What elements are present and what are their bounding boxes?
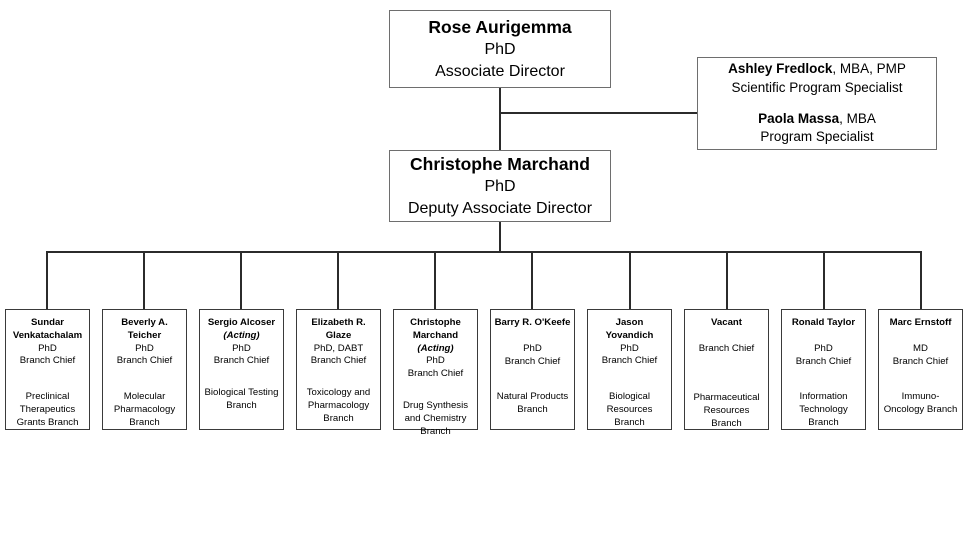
node-branch-drug-synthesis-and-chemistry[interactable]: Christophe Marchand (Acting) PhD Branch …	[393, 309, 478, 437]
branch-title: Branch Chief	[892, 355, 949, 367]
node-branch-toxicology-and-pharmacology[interactable]: Elizabeth R. Glaze PhD, DABT Branch Chie…	[296, 309, 381, 430]
branch-unit: Biological Resources Branch	[606, 391, 653, 429]
branch-title: Branch Chief	[310, 355, 367, 367]
branch-degree: PhD	[135, 342, 154, 354]
staff-member-2-role: Program Specialist	[760, 129, 874, 145]
branch-unit: Preclinical Therapeutics Grants Branch	[16, 391, 79, 429]
staff-divider-space	[698, 97, 936, 110]
node-branch-pharmaceutical-resources[interactable]: Vacant Branch Chief Pharmaceutical Resou…	[684, 309, 769, 430]
branch-unit: Molecular Pharmacology Branch	[113, 391, 176, 429]
node-branch-immuno-oncology[interactable]: Marc Ernstoff MD Branch Chief Immuno-Onc…	[878, 309, 963, 430]
staff-member-2: Paola Massa, MBA Program Specialist	[698, 110, 936, 147]
branch-degree: PhD	[232, 342, 251, 354]
branch-unit: Drug Synthesis and Chemistry Branch	[402, 399, 469, 437]
branch-name: Jason Yovandich	[605, 317, 654, 341]
staff-member-1: Ashley Fredlock, MBA, PMP Scientific Pro…	[698, 60, 936, 97]
connector-drop-8	[726, 251, 728, 309]
branch-degree: PhD	[523, 342, 542, 354]
branch-title: Branch Chief	[698, 342, 755, 354]
branch-name: Elizabeth R. Glaze	[311, 317, 366, 341]
connector-drop-3	[240, 251, 242, 309]
node-branch-biological-resources[interactable]: Jason Yovandich PhD Branch Chief Biologi…	[587, 309, 672, 430]
branch-title: Branch Chief	[601, 355, 658, 367]
branch-name: Barry R. O'Keefe	[494, 317, 571, 328]
branch-title: Branch Chief	[407, 368, 464, 379]
branch-degree: PhD, DABT	[313, 342, 364, 354]
node-branch-information-technology[interactable]: Ronald Taylor PhD Branch Chief Informati…	[781, 309, 866, 430]
branch-unit: Toxicology and Pharmacology Branch	[306, 387, 371, 425]
branch-acting-label: (Acting)	[417, 342, 454, 354]
connector-drop-7	[629, 251, 631, 309]
deputy-associate-director-title: Deputy Associate Director	[407, 199, 593, 217]
node-deputy-associate-director[interactable]: Christophe Marchand PhD Deputy Associate…	[389, 150, 611, 222]
associate-director-title: Associate Director	[435, 62, 565, 80]
connector-drop-4	[337, 251, 339, 309]
associate-director-degree: PhD	[484, 41, 516, 59]
branch-unit: Immuno-Oncology Branch	[883, 391, 958, 416]
branch-unit: Biological Testing Branch	[204, 387, 279, 412]
node-program-staff[interactable]: Ashley Fredlock, MBA, PMP Scientific Pro…	[697, 57, 937, 150]
connector-branch-bus	[46, 251, 921, 253]
associate-director-name: Rose Aurigemma	[428, 16, 572, 37]
branch-title: Branch Chief	[795, 355, 852, 367]
deputy-associate-director-degree: PhD	[484, 178, 516, 196]
connector-drop-6	[531, 251, 533, 309]
branch-name: Christophe Marchand	[410, 317, 461, 341]
branch-name: Beverly A. Teicher	[121, 317, 168, 341]
branch-degree: PhD	[38, 342, 57, 354]
staff-member-2-name: Paola Massa, MBA	[758, 111, 876, 126]
branch-degree: PhD	[814, 342, 833, 354]
branch-name: Sundar Venkatachalam	[12, 317, 83, 341]
branch-name: Vacant	[711, 317, 742, 328]
branch-name: Sergio Alcoser	[207, 317, 276, 328]
branch-name: Marc Ernstoff	[889, 317, 952, 328]
connector-ad-to-staff	[499, 112, 698, 114]
branch-acting-label: (Acting)	[223, 329, 260, 341]
connector-drop-1	[46, 251, 48, 309]
branch-name: Ronald Taylor	[791, 317, 856, 328]
connector-drop-10	[920, 251, 922, 309]
connector-ad-to-dad	[499, 88, 501, 150]
connector-drop-2	[143, 251, 145, 309]
connector-dad-to-bus	[499, 222, 501, 252]
branch-degree: PhD	[620, 342, 639, 354]
node-branch-natural-products[interactable]: Barry R. O'Keefe PhD Branch Chief Natura…	[490, 309, 575, 430]
node-branch-preclinical-therapeutics-grants[interactable]: Sundar Venkatachalam PhD Branch Chief Pr…	[5, 309, 90, 430]
branch-unit: Information Technology Branch	[799, 391, 848, 429]
branch-title: Branch Chief	[504, 355, 561, 367]
branch-title: Branch Chief	[116, 355, 173, 367]
node-branch-biological-testing[interactable]: Sergio Alcoser (Acting) PhD Branch Chief…	[199, 309, 284, 430]
branch-unit: Pharmaceutical Resources Branch	[693, 391, 760, 429]
branch-title: Branch Chief	[213, 355, 270, 367]
branch-unit: Natural Products Branch	[496, 391, 569, 416]
branch-degree: PhD	[426, 355, 445, 367]
deputy-associate-director-name: Christophe Marchand	[410, 153, 590, 174]
node-associate-director[interactable]: Rose Aurigemma PhD Associate Director	[389, 10, 611, 88]
staff-member-1-name: Ashley Fredlock, MBA, PMP	[728, 61, 906, 77]
branch-title: Branch Chief	[19, 355, 76, 367]
connector-drop-9	[823, 251, 825, 309]
node-branch-molecular-pharmacology[interactable]: Beverly A. Teicher PhD Branch Chief Mole…	[102, 309, 187, 430]
branch-degree: MD	[913, 342, 928, 354]
connector-drop-5	[434, 251, 436, 309]
staff-member-1-role: Scientific Program Specialist	[731, 79, 903, 95]
